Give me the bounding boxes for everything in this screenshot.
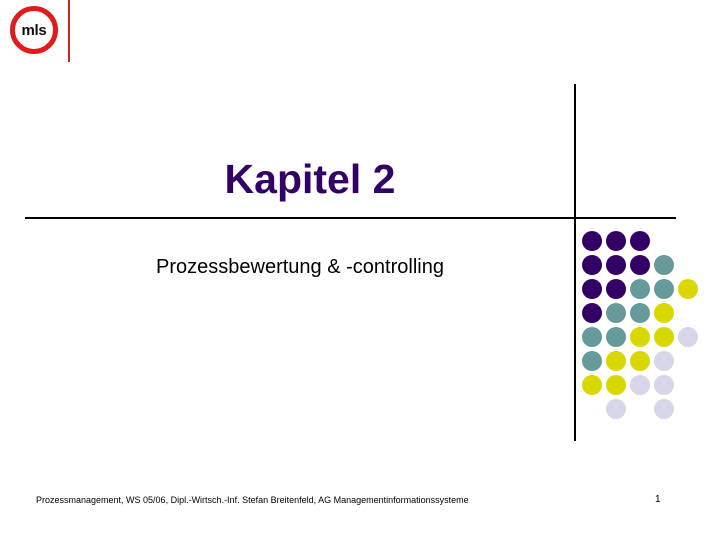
decorative-dot [630, 303, 650, 323]
decorative-dot [582, 231, 602, 251]
decorative-dot [582, 351, 602, 371]
dot-grid-decoration [582, 231, 702, 419]
decorative-dot [654, 351, 674, 371]
footer-text: Prozessmanagement, WS 05/06, Dipl.-Wirts… [36, 495, 469, 505]
decorative-dot [678, 327, 698, 347]
mls-logo-icon: mls [10, 6, 58, 54]
decorative-dot [606, 327, 626, 347]
page-title: Kapitel 2 [224, 156, 396, 202]
decorative-dot [630, 279, 650, 299]
page-number: 1 [655, 494, 661, 505]
decorative-dot [582, 279, 602, 299]
decorative-dot [654, 279, 674, 299]
decorative-dot [654, 399, 674, 419]
decorative-dot [606, 231, 626, 251]
decorative-dot [606, 255, 626, 275]
decorative-dot [606, 279, 626, 299]
decorative-dot [630, 375, 650, 395]
decorative-dot [654, 303, 674, 323]
decorative-dot [630, 327, 650, 347]
decorative-dot [654, 375, 674, 395]
page-subtitle: Prozessbewertung & -controlling [156, 256, 444, 278]
decorative-dot [654, 255, 674, 275]
decorative-dot [630, 351, 650, 371]
logo-label: mls [21, 21, 47, 39]
decorative-dot [606, 351, 626, 371]
decorative-dot [630, 255, 650, 275]
decorative-dot [606, 375, 626, 395]
decorative-dot [582, 255, 602, 275]
decorative-dot [582, 327, 602, 347]
decorative-dot [606, 399, 626, 419]
logo-frame: mls [0, 0, 70, 62]
decorative-dot [606, 303, 626, 323]
decorative-dot [654, 327, 674, 347]
vertical-rule [574, 84, 576, 441]
decorative-dot [582, 375, 602, 395]
decorative-dot [678, 279, 698, 299]
horizontal-rule [25, 217, 676, 219]
decorative-dot [630, 231, 650, 251]
decorative-dot [582, 303, 602, 323]
